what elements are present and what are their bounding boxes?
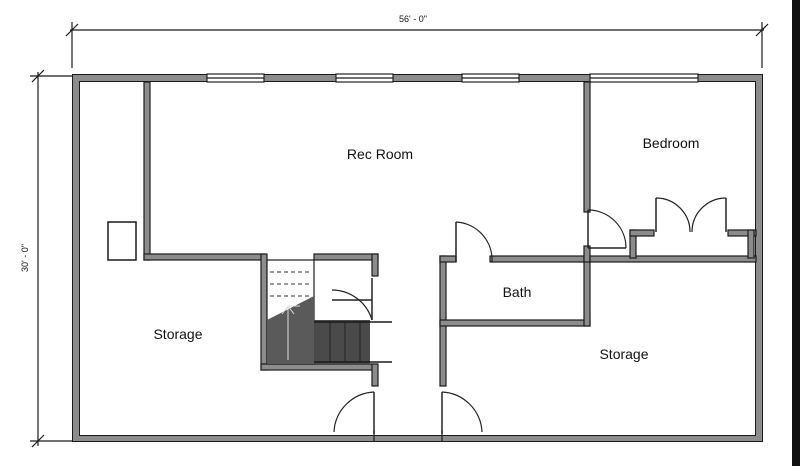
depth-dimension-label: 30' - 0" [20, 244, 30, 272]
chase-box [107, 221, 137, 261]
interior-walls [143, 81, 757, 387]
width-dimension-line [65, 22, 769, 68]
room-label-bedroom: Bedroom [643, 135, 700, 151]
room-label-bath: Bath [503, 284, 532, 300]
width-dimension-label: 56' - 0" [399, 14, 427, 24]
room-label-storage-left: Storage [153, 326, 202, 342]
room-label-storage-right: Storage [599, 346, 648, 362]
depth-dimension-line [30, 69, 74, 448]
windows [206, 73, 699, 83]
doors [331, 197, 727, 442]
staircase [266, 259, 392, 365]
room-label-rec-room: Rec Room [347, 146, 413, 162]
right-edge-bar [792, 0, 800, 466]
